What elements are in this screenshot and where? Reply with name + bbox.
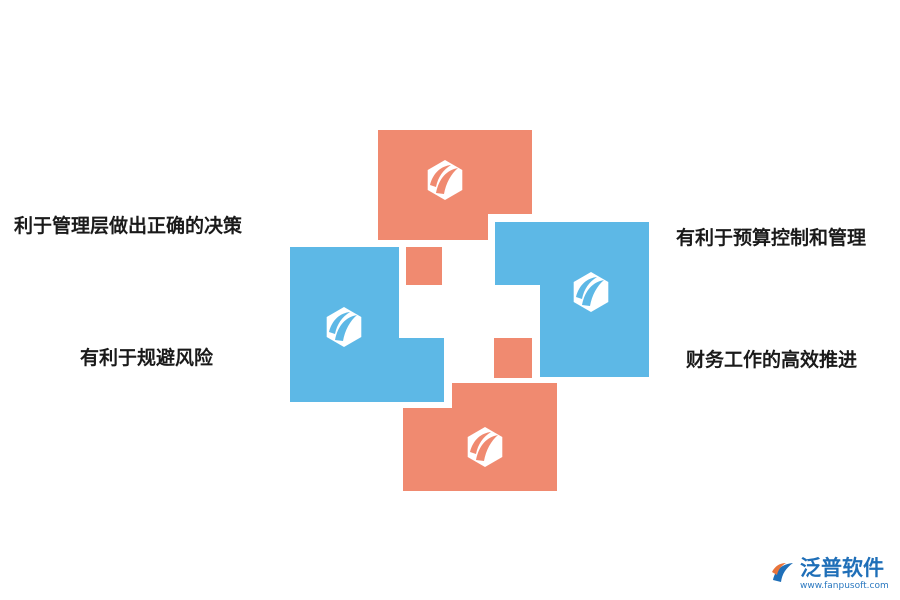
- tile-left: [290, 247, 444, 402]
- connector-top: [406, 247, 442, 285]
- label-efficient-finance: 财务工作的高效推进: [686, 349, 858, 371]
- brand-name: 泛普软件: [800, 556, 884, 580]
- brand-logo-icon: [772, 563, 793, 582]
- label-decision-making: 利于管理层做出正确的决策: [14, 215, 243, 237]
- label-budget-control: 有利于预算控制和管理: [676, 227, 867, 249]
- tile-right: [495, 222, 649, 377]
- brand-url: www.fanpusoft.com: [800, 581, 889, 591]
- label-risk-avoidance: 有利于规避风险: [80, 347, 214, 369]
- connector-bottom: [494, 338, 532, 378]
- brand-watermark: 泛普软件 www.fanpusoft.com: [770, 556, 892, 596]
